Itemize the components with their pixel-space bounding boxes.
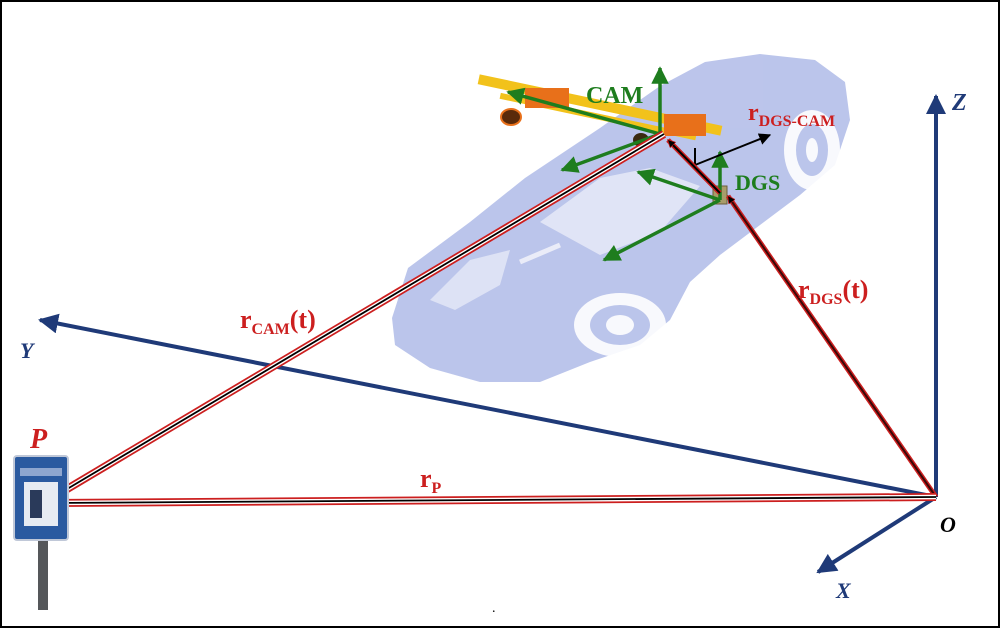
camera-label: CAM [586, 83, 643, 109]
origin-label: O [940, 512, 956, 537]
footer-mark: . [492, 601, 496, 616]
axis-label-z: Z [951, 90, 967, 116]
gps-label: DGS [735, 170, 780, 195]
point-label: P [29, 424, 48, 455]
mount-block-right [664, 114, 706, 136]
camera-lens-icon [501, 109, 521, 125]
axis-label-x: X [835, 578, 852, 603]
